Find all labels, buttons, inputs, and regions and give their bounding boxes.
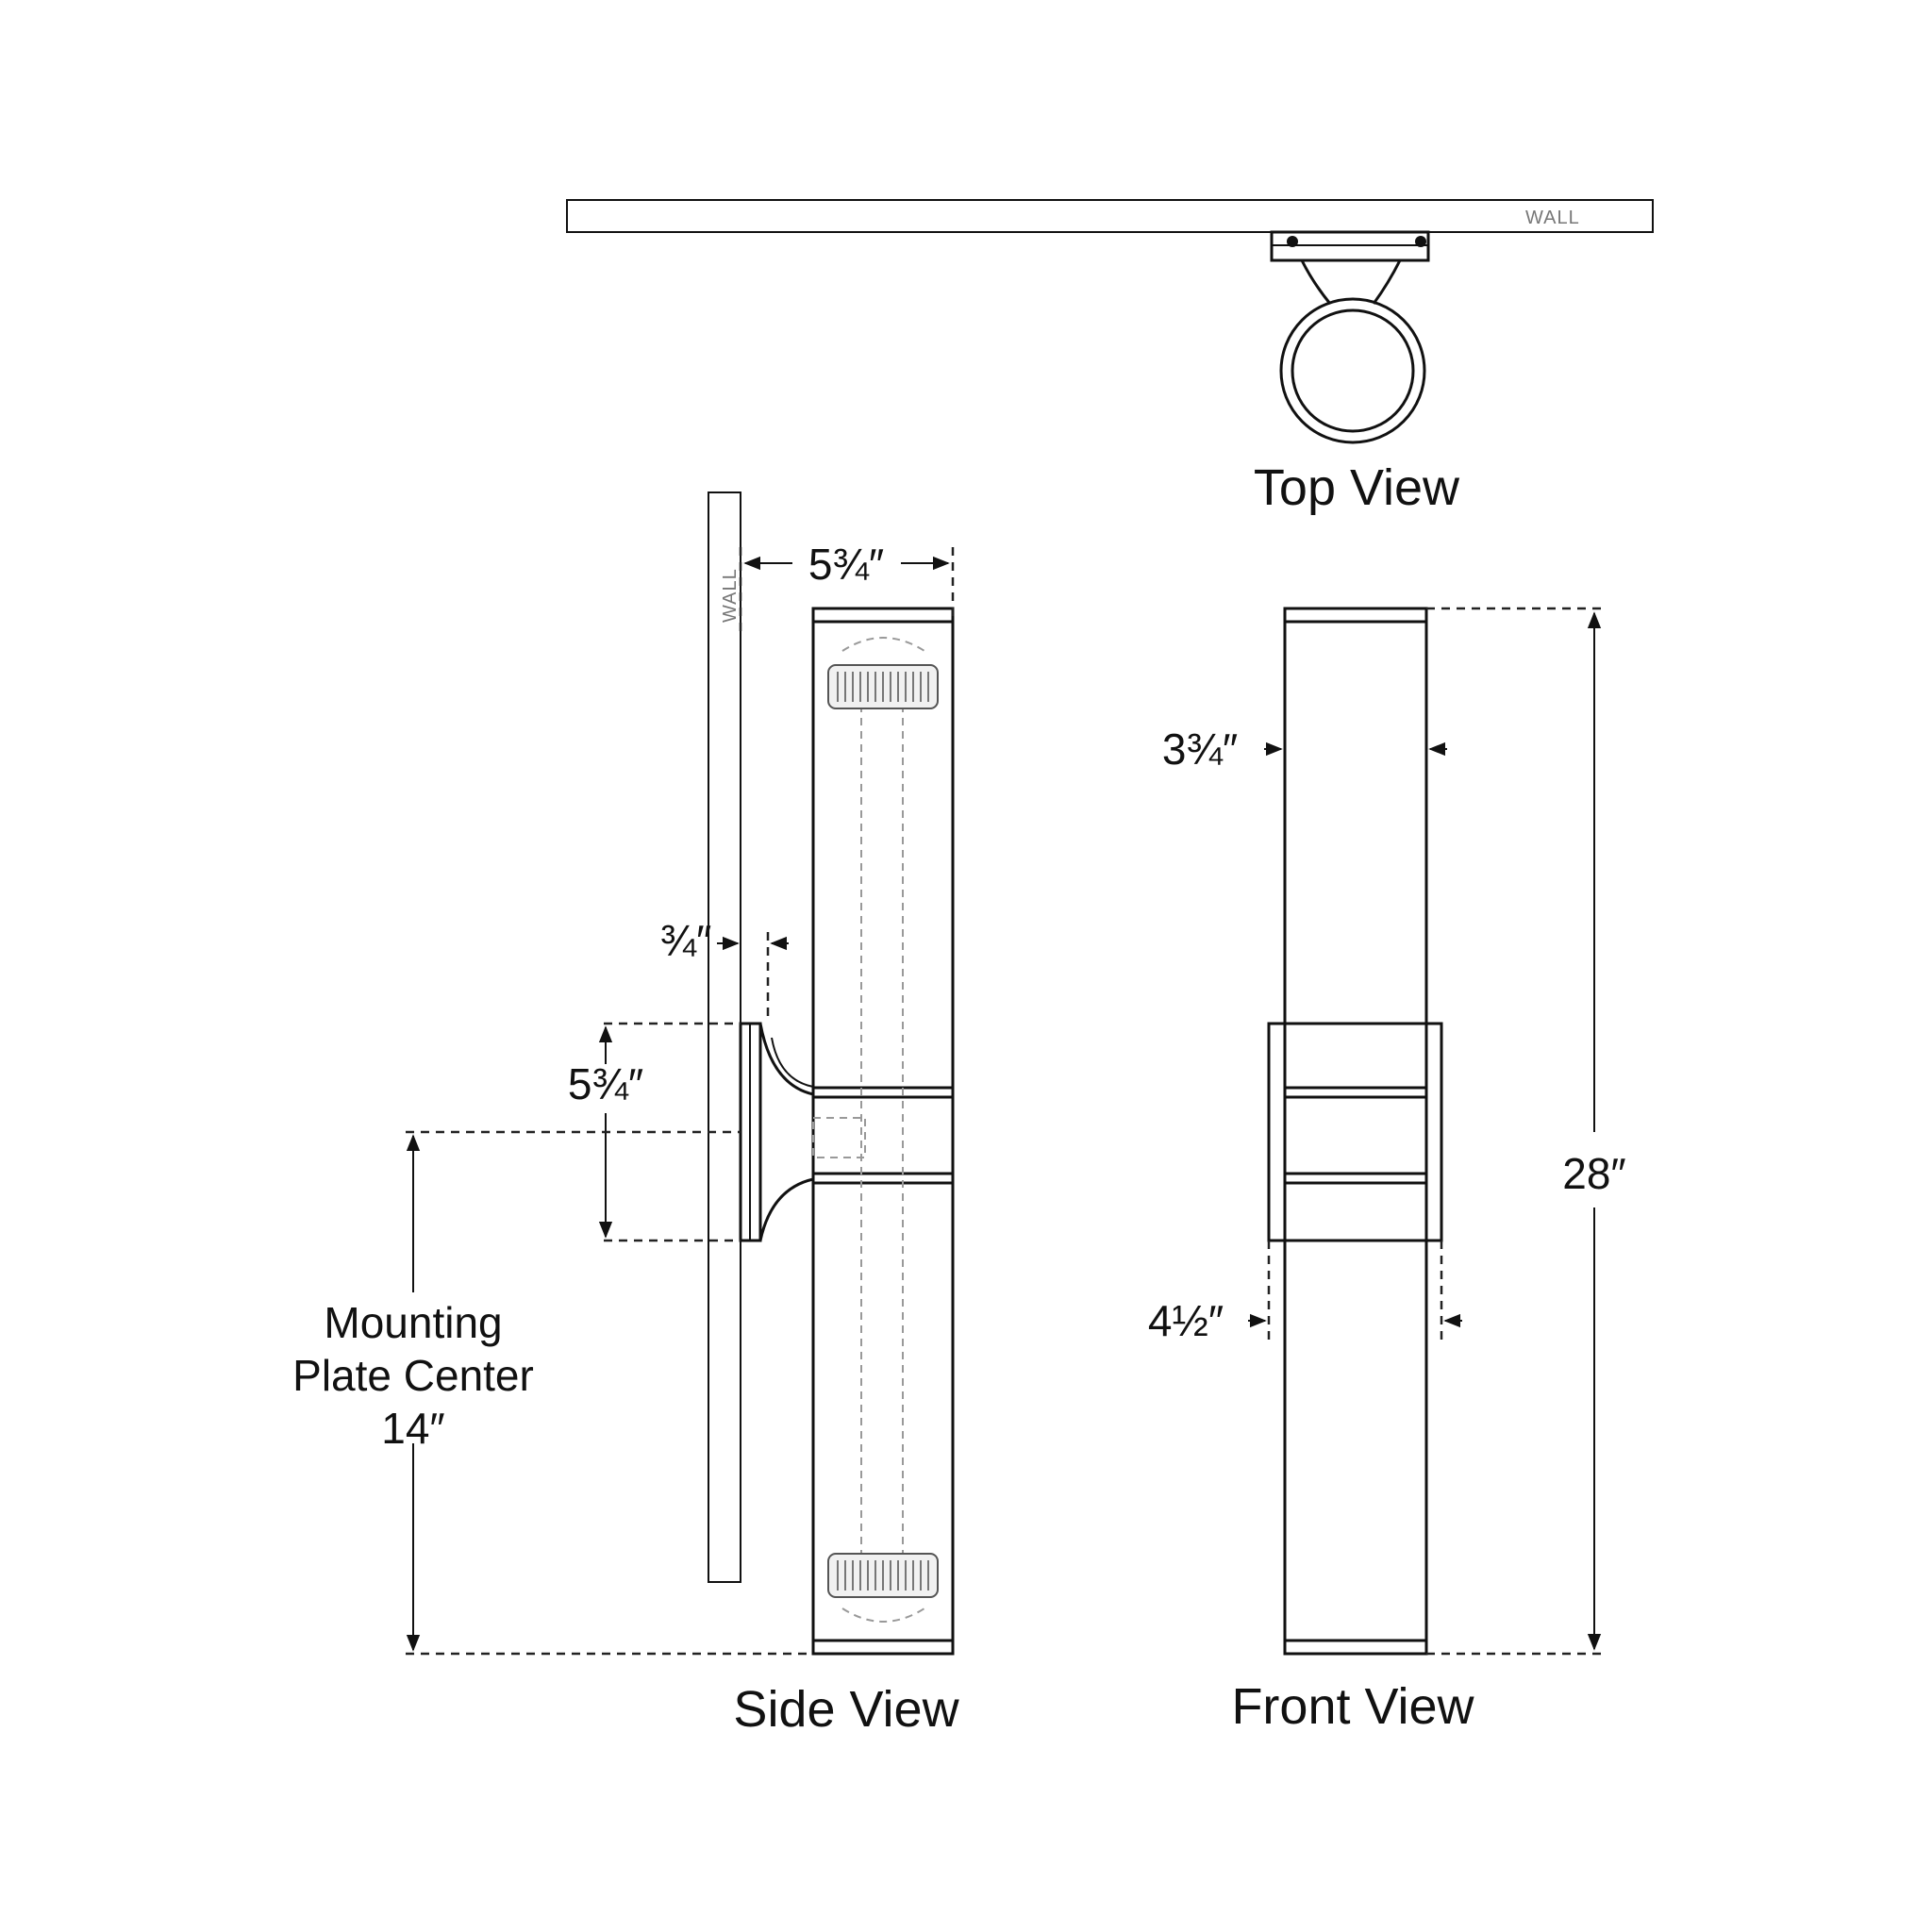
- top-wall: WALL: [566, 199, 1654, 233]
- top-view: WALL Top View: [566, 199, 1654, 516]
- front-fixture-body: [1283, 607, 1428, 1656]
- front-view-caption: Front View: [1231, 1678, 1474, 1735]
- plate-width-label: 4½″: [1148, 1296, 1224, 1345]
- front-width-label: 3¾″: [1162, 724, 1238, 774]
- side-fixture-body: [811, 607, 955, 1656]
- mounting-label-line2: Plate Center: [292, 1351, 534, 1400]
- top-view-caption: Top View: [1254, 459, 1460, 516]
- overall-height-label: 28″: [1562, 1149, 1625, 1198]
- side-view-caption: Side View: [733, 1681, 959, 1738]
- mounting-center-dimension: Mounting Plate Center 14″: [292, 1130, 813, 1656]
- plate-projection-dimension: ¾″: [660, 916, 789, 1019]
- side-depth-label: 5¾″: [808, 540, 884, 589]
- plate-height-dimension: 5¾″: [568, 1022, 741, 1242]
- screw-icon: [1415, 236, 1426, 247]
- mounting-label-line1: Mounting: [324, 1298, 502, 1347]
- mounting-value: 14″: [381, 1404, 444, 1453]
- plate-height-label: 5¾″: [568, 1059, 643, 1108]
- bottom-lamp-icon: [827, 1553, 939, 1623]
- side-view: WALL: [292, 491, 960, 1738]
- top-wall-label: WALL: [1525, 208, 1580, 228]
- top-fixture-ring: [1279, 297, 1426, 444]
- side-depth-dimension: 5¾″: [739, 540, 955, 634]
- screw-icon: [1287, 236, 1298, 247]
- top-lamp-icon: [827, 637, 939, 709]
- front-mounting-plate: [1267, 1022, 1443, 1242]
- side-wall: WALL: [708, 491, 741, 1583]
- plate-width-dimension: 4½″: [1148, 1241, 1462, 1345]
- front-width-dimension: 3¾″: [1162, 724, 1447, 774]
- overall-height-dimension: 28″: [1426, 607, 1626, 1656]
- side-wall-label: WALL: [720, 568, 741, 623]
- top-mounting-plate: [1270, 230, 1430, 305]
- front-view: 3¾″ 4½″ 28″ Front View: [1148, 607, 1626, 1735]
- plate-projection-label: ¾″: [660, 916, 712, 965]
- side-mounting-plate: [739, 1022, 815, 1242]
